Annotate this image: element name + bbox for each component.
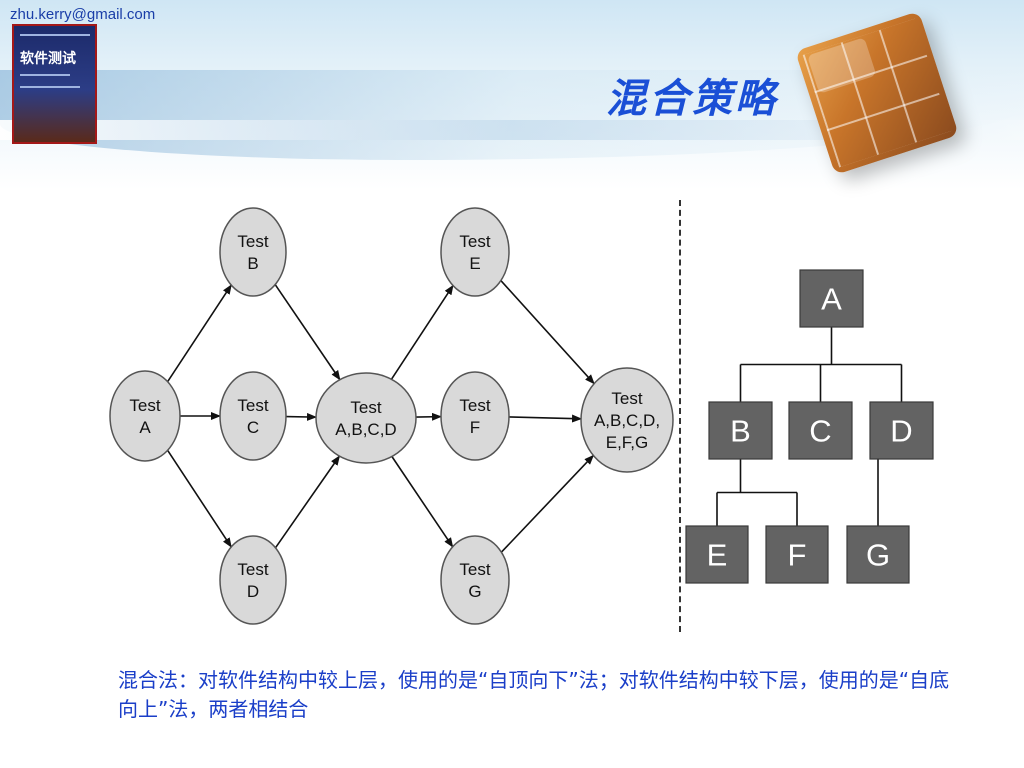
tree-link-a [739,327,903,402]
graph-node-label: Test [237,560,268,579]
graph-node-shape [440,535,510,625]
tree-link-b [716,459,798,526]
slide-caption: 混合法：对软件结构中较上层，使用的是“自顶向下”法；对软件结构中较下层，使用的是… [118,668,950,721]
graph-node-shape [219,207,287,297]
tree-node-label: G [866,538,890,573]
book-cover-title: 软件测试 [20,51,76,67]
graph-node-shape [219,371,287,461]
graph-node-label: B [247,254,258,273]
tree-node-box [708,401,773,460]
tree-node-box [788,401,853,460]
edge-b-to-abcd [274,284,341,381]
book-cover-line [20,34,90,36]
tree-node-label: F [788,538,807,573]
graph-node-label: Test [129,396,160,415]
tree-node-box [799,269,864,328]
book-cover-line [20,74,70,76]
tree-node-box [869,401,934,460]
graph-node-shape [315,372,417,464]
edge-abcd-to-e [390,284,454,380]
graph-node-label: A,B,C,D [335,420,396,439]
tree-node-f: F [765,525,829,584]
graph-node-label: C [247,418,259,437]
tree-node-b: B [708,401,773,460]
graph-node-label: F [470,418,480,437]
tree-node-label: B [730,414,751,449]
tree-node-label: E [707,538,728,573]
tree-node-box [765,525,829,584]
graph-node-label: Test [350,398,381,417]
edge-g-to-all [500,454,595,553]
graph-node-label: G [468,582,481,601]
header-stripe [0,120,1024,140]
graph-node-shape [109,370,181,462]
graph-node-label: D [247,582,259,601]
graph-node-label: E [469,254,480,273]
tree-node-label: D [890,414,912,449]
graph-node-label: E,F,G [606,433,649,452]
tree-nodes: A B C D E F G [685,269,934,584]
tree-links [716,327,903,526]
graph-edges [166,280,595,553]
graph-nodes: TestATestBTestCTestDTestA,B,C,DTestETest… [109,207,674,625]
tree-node-label: C [809,414,831,449]
graph-node-label: Test [459,560,490,579]
dashed-divider [679,200,681,632]
graph-node-label: A [139,418,151,437]
graph-node-label: Test [459,396,490,415]
graph-node-label: Test [237,396,268,415]
tree-node-a: A [799,269,864,328]
tree-node-box [846,525,910,584]
graph-node-label: Test [237,232,268,251]
tree-node-d: D [869,401,934,460]
edge-a-to-b [166,284,232,383]
edge-f-to-all [508,414,583,423]
edge-a-to-d [166,449,232,548]
tree-node-label: A [821,282,842,317]
graph-node-shape [440,207,510,297]
graph-node-shape [580,367,674,473]
edge-c-to-abcd [285,412,318,421]
tree-node-c: C [788,401,853,460]
edge-e-to-all [500,280,595,385]
author-email: zhu.kerry@gmail.com [10,6,156,23]
graph-node-label: A,B,C,D, [594,411,660,430]
graph-node-label: Test [611,389,642,408]
graph-node-label: Test [459,232,490,251]
edge-abcd-to-g [391,456,454,548]
slide-title: 混合策略 [606,75,778,122]
tree-node-e: E [685,525,749,584]
graph-node-shape [440,371,510,461]
tree-node-g: G [846,525,910,584]
book-cover-image: 软件测试 [12,24,97,144]
edge-d-to-abcd [274,455,341,549]
tree-node-box [685,525,749,584]
book-cover-line [20,86,80,88]
graph-node-shape [219,535,287,625]
